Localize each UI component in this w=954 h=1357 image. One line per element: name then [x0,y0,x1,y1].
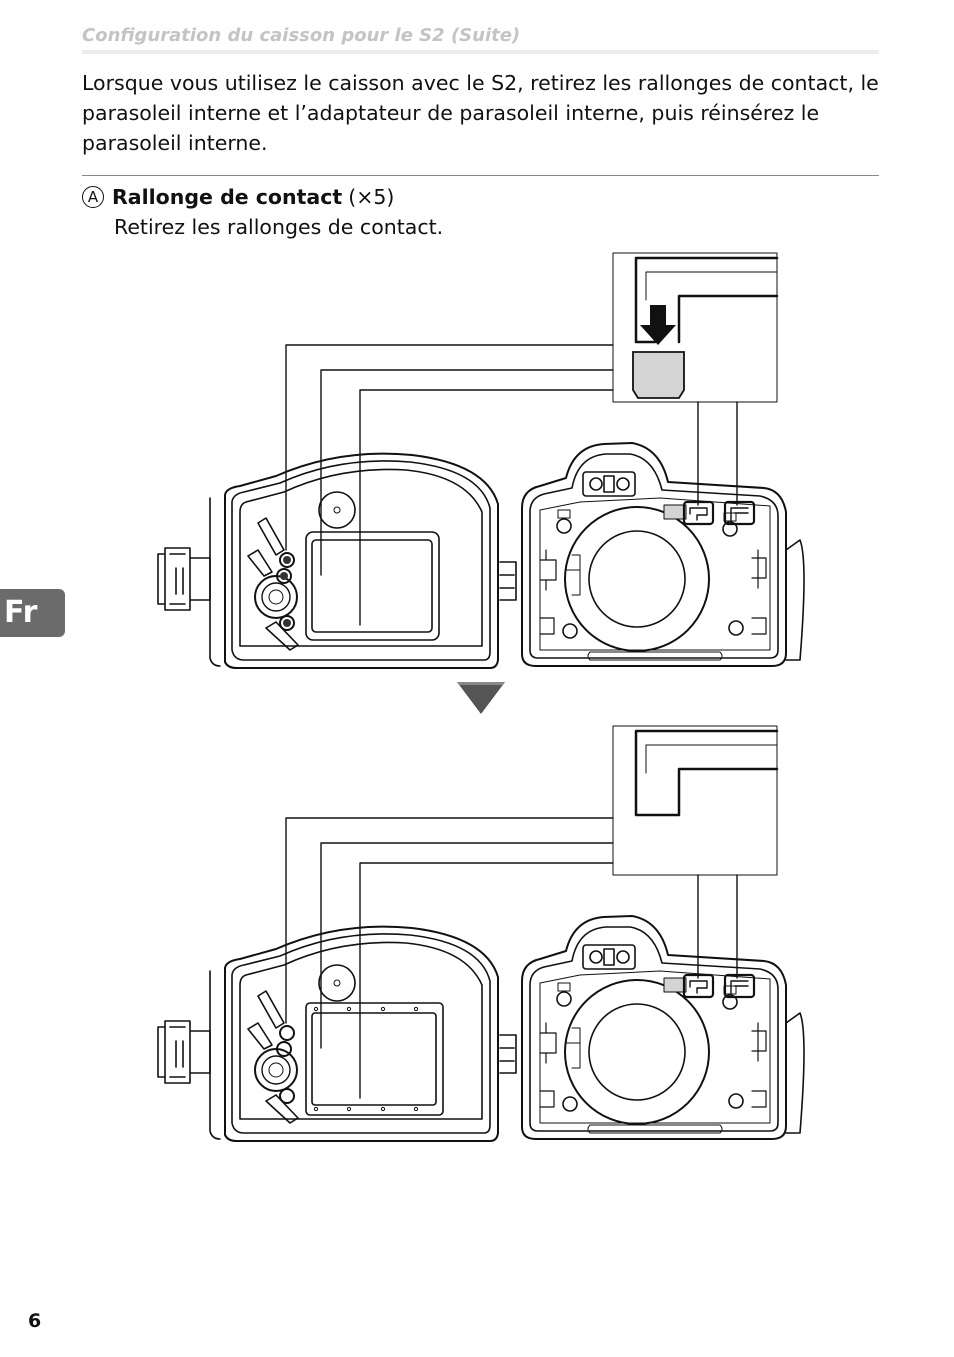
down-arrow-icon [457,682,505,714]
item-description: Retirez les rallonges de contact. [114,215,444,239]
item-contact-extension: A Rallonge de contact (×5) Retirez les r… [82,182,872,242]
language-tab: Fr [0,589,65,637]
item-title: Rallonge de contact [112,185,343,209]
housing-diagram-after [157,725,805,1142]
item-label-circle: A [82,186,104,208]
running-header: Configuration du caisson pour le S2 (Sui… [82,24,879,54]
section-divider [82,175,879,176]
housing-diagram-before [157,252,805,669]
intro-paragraph: Lorsque vous utilisez le caisson avec le… [82,71,879,155]
item-quantity: (×5) [348,185,395,209]
page-number: 6 [28,1310,42,1332]
